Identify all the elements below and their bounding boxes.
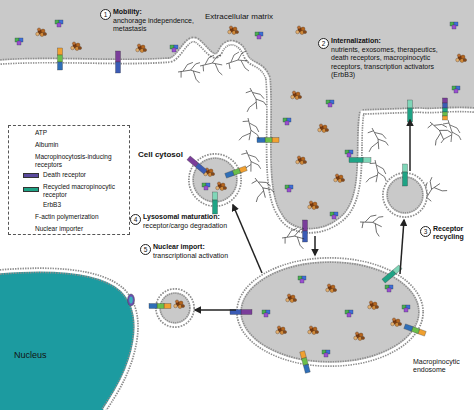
node-outline [237, 258, 423, 366]
nucleus: Nucleus [0, 250, 150, 410]
node-label: Extracellular matrix [205, 12, 295, 22]
legend-text: ErbB3 [43, 201, 127, 209]
callout-number: 4 [130, 214, 141, 225]
step-title: Receptor recycling [433, 225, 473, 242]
step-text: nutrients, exosomes, therapeutics, death… [331, 46, 443, 80]
legend-text: Recycled macropinocytic receptor [43, 183, 127, 199]
callout-number: 2 [318, 38, 329, 49]
legend-text: ATP [35, 129, 127, 137]
step-text: transcriptional activation [153, 252, 243, 260]
step-title: Internalization: [331, 37, 441, 45]
step-text: receptor/cargo degradation [143, 222, 235, 230]
node-label: Macropinocytic endosome [413, 358, 471, 375]
legend-text: Death receptor [43, 171, 127, 179]
legend-swatch [23, 173, 39, 178]
callout-number: 5 [140, 244, 151, 255]
legend-swatch [23, 187, 39, 192]
node-outline [0, 250, 150, 410]
step-title: Nuclear import: [153, 243, 243, 251]
step-title: Mobility: [113, 8, 193, 16]
legend-text: Macropinocytosis-inducing receptors [35, 153, 127, 169]
step-text: anchorage independence, metastasis [113, 17, 197, 34]
node-label: Nucleus [14, 350, 74, 361]
lysosomal-vesicle [187, 156, 247, 214]
recycling-vesicle [385, 164, 425, 215]
nuclear-vesicle [149, 291, 192, 325]
step-title: Lysosomal maturation: [143, 213, 235, 221]
callout-number: 1 [100, 9, 111, 20]
callout-number: 3 [420, 226, 431, 237]
legend-box: ATP AlbuminMacropinocytosis-inducing rece… [8, 125, 130, 235]
legend-text: F-actin polymerization [35, 213, 127, 221]
macropinocytic-endosome: Macropinocytic endosome [237, 258, 423, 366]
step-title: Cell cytosol [138, 150, 198, 160]
legend-text: Albumin [35, 141, 127, 149]
legend-text: Nuclear importer [35, 225, 127, 233]
